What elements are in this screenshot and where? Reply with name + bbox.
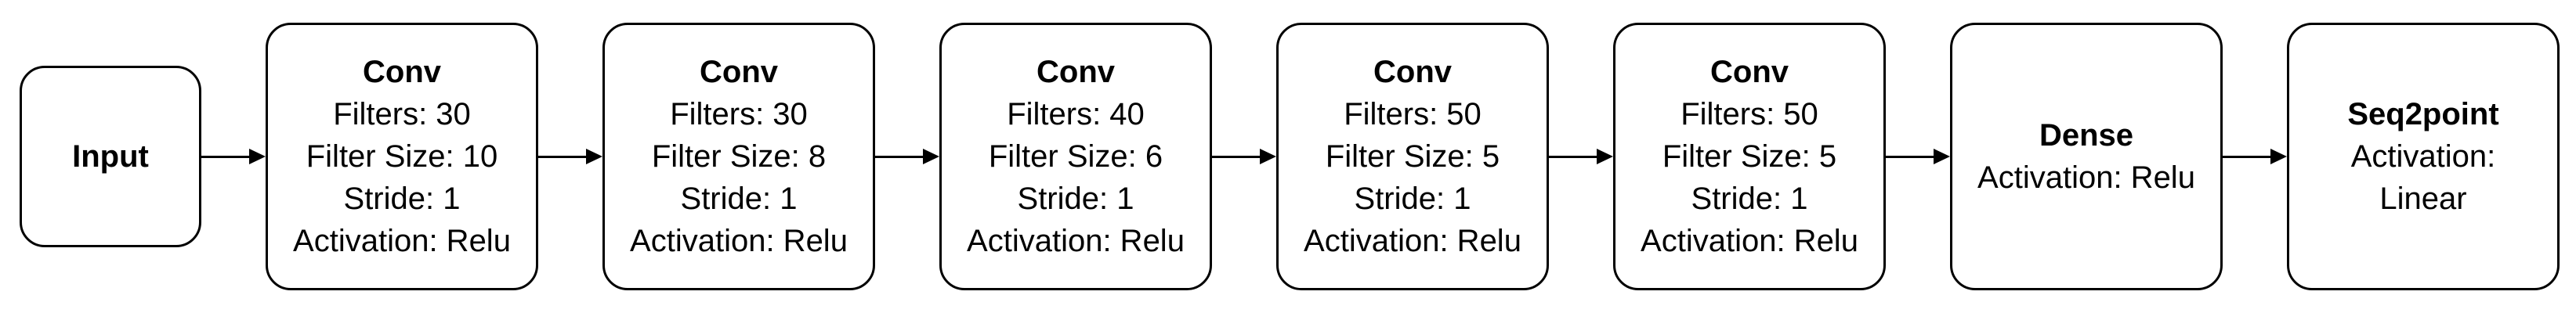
arrow-line [201,155,250,158]
node-filter-size: Filter Size: 6 [988,139,1163,174]
node-activation: Activation: [2350,139,2496,174]
node-filter-size: Filter Size: 8 [651,139,827,174]
arrow-line [2223,155,2271,158]
arrow-line [1549,155,1597,158]
arrow-head [923,149,939,164]
arrow-right-icon [1886,147,1950,166]
arrow-right-icon [1212,147,1276,166]
node-activation-value: Linear [2379,182,2467,216]
node-filter-size: Filter Size: 10 [306,139,498,174]
node-conv-5: Conv Filters: 50 Filter Size: 5 Stride: … [1613,23,1886,290]
node-stride: Stride: 1 [1691,182,1808,216]
node-activation: Activation: Relu [293,224,511,258]
arrow-head [1260,149,1276,164]
node-filters: Filters: 50 [1681,97,1818,131]
arrow-head [1597,149,1613,164]
arrow-line [538,155,587,158]
node-stride: Stride: 1 [1017,182,1134,216]
node-title: Dense [2039,118,2134,153]
arrow-line [1886,155,1934,158]
arrow-head [2270,149,2287,164]
arrow-right-icon [2223,147,2287,166]
node-conv-3: Conv Filters: 40 Filter Size: 6 Stride: … [939,23,1212,290]
arrow-head [249,149,266,164]
node-title: Conv [1710,55,1789,89]
node-input: Input [20,66,201,247]
node-filter-size: Filter Size: 5 [1325,139,1500,174]
arrow-line [875,155,924,158]
node-activation: Activation: Relu [967,224,1185,258]
node-stride: Stride: 1 [680,182,798,216]
arrow-right-icon [201,147,266,166]
node-activation: Activation: Relu [1641,224,1858,258]
arrow-line [1212,155,1261,158]
arrow-head [586,149,602,164]
node-title: Conv [700,55,778,89]
node-activation: Activation: Relu [630,224,848,258]
node-seq2point: Seq2point Activation: Linear [2287,23,2560,290]
node-conv-1: Conv Filters: 30 Filter Size: 10 Stride:… [266,23,538,290]
node-filters: Filters: 50 [1344,97,1482,131]
arrow-right-icon [538,147,602,166]
node-dense: Dense Activation: Relu [1950,23,2223,290]
node-filters: Filters: 30 [670,97,808,131]
arrow-head [1934,149,1950,164]
node-stride: Stride: 1 [1354,182,1471,216]
node-title: Conv [1373,55,1452,89]
node-filters: Filters: 30 [333,97,471,131]
node-stride: Stride: 1 [343,182,461,216]
node-filters: Filters: 40 [1007,97,1145,131]
node-activation: Activation: Relu [1304,224,1521,258]
node-title: Conv [1037,55,1115,89]
node-filter-size: Filter Size: 5 [1662,139,1837,174]
node-conv-2: Conv Filters: 30 Filter Size: 8 Stride: … [602,23,875,290]
node-title: Conv [363,55,441,89]
node-activation: Activation: Relu [1977,160,2195,195]
node-title: Seq2point [2347,97,2499,131]
arrow-right-icon [1549,147,1613,166]
node-input-label: Input [72,139,149,174]
arrow-right-icon [875,147,939,166]
node-conv-4: Conv Filters: 50 Filter Size: 5 Stride: … [1276,23,1549,290]
